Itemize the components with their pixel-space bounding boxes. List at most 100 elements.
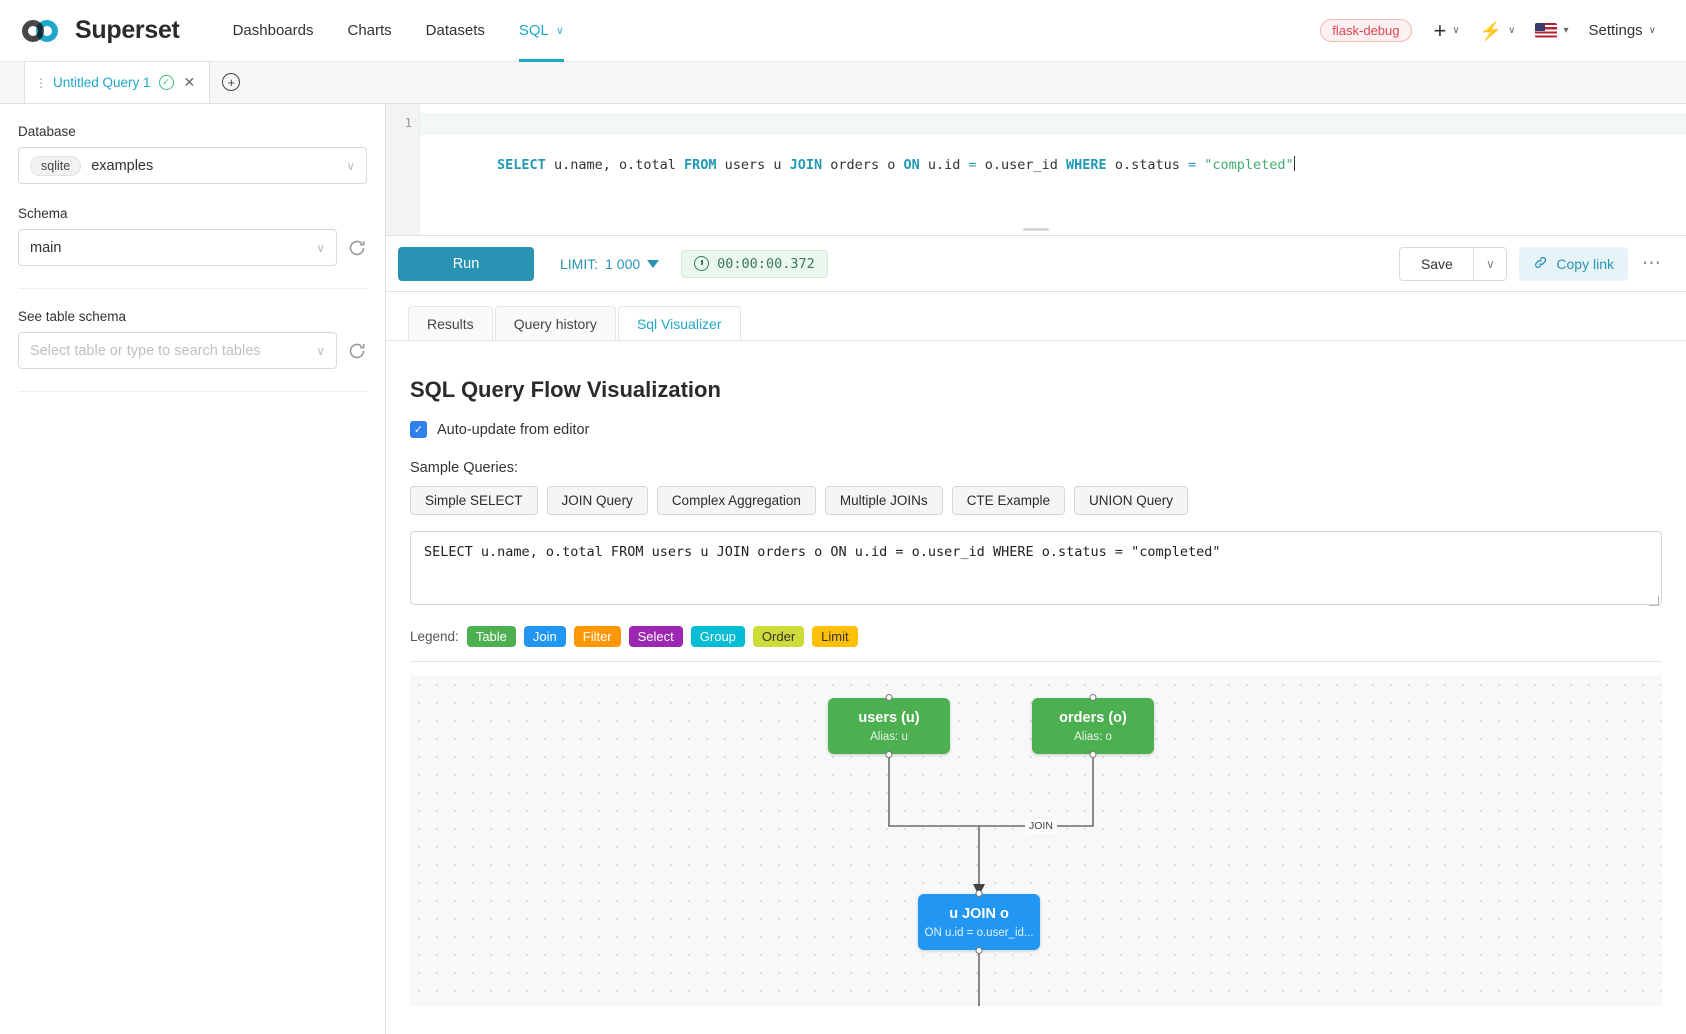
sample-button-join-query[interactable]: JOIN Query: [546, 486, 648, 515]
editor-code[interactable]: SELECT u.name, o.total FROM users u JOIN…: [420, 104, 1686, 235]
nav-link-dashboards[interactable]: Dashboards: [216, 0, 331, 62]
chevron-down-icon: ∨: [1648, 25, 1656, 36]
nav-link-label: Dashboards: [232, 22, 314, 39]
nav-links: Dashboards Charts Datasets SQL ∨: [216, 0, 581, 62]
editor-gutter: 1: [386, 104, 420, 235]
text-caret: [1293, 156, 1295, 171]
add-query-tab-button[interactable]: +: [210, 61, 253, 103]
sql-token-join: JOIN: [789, 157, 823, 173]
flow-node-orders[interactable]: orders (o) Alias: o: [1032, 694, 1154, 758]
node-title: orders (o): [1059, 709, 1127, 726]
limit-dropdown[interactable]: LIMIT: 1 000: [560, 255, 660, 272]
panel-divider-bottom: [18, 391, 367, 392]
sample-button-complex-aggregation[interactable]: Complex Aggregation: [656, 486, 816, 515]
legend: Legend: Table Join Filter Select Group O…: [410, 626, 1662, 647]
legend-badge-limit: Limit: [812, 626, 858, 647]
sql-token-users: users u: [716, 157, 790, 173]
language-button[interactable]: ▾: [1527, 17, 1576, 44]
sample-button-union-query[interactable]: UNION Query: [1073, 486, 1188, 515]
brand-name: Superset: [75, 16, 180, 44]
quick-actions-button[interactable]: ⚡ ∨: [1472, 16, 1524, 46]
right-editor-panel: 1 SELECT u.name, o.total FROM users u JO…: [386, 104, 1686, 1034]
settings-label: Settings: [1588, 22, 1643, 39]
top-navbar: Superset Dashboards Charts Datasets SQL …: [0, 0, 1686, 62]
us-flag-icon: [1535, 23, 1558, 38]
close-icon[interactable]: ✕: [183, 74, 196, 90]
query-tab-strip: ⋮ Untitled Query 1 ✓ ✕ +: [0, 61, 1686, 104]
node-handle-bottom[interactable]: [885, 751, 893, 758]
schema-label: Schema: [18, 206, 68, 221]
clock-icon: [694, 256, 710, 271]
refresh-tables-icon[interactable]: [347, 341, 367, 361]
auto-update-label: Auto-update from editor: [437, 421, 590, 438]
database-engine-badge: sqlite: [30, 155, 82, 176]
table-select[interactable]: Select table or type to search tables ∨: [18, 332, 337, 369]
sql-editor[interactable]: 1 SELECT u.name, o.total FROM users u JO…: [386, 104, 1686, 236]
nav-link-datasets[interactable]: Datasets: [409, 0, 502, 62]
sample-button-multiple-joins[interactable]: Multiple JOINs: [824, 486, 943, 515]
node-handle-top[interactable]: [1089, 694, 1097, 701]
result-tabs: Results Query history Sql Visualizer: [386, 292, 1686, 340]
sql-token-cols: u.name, o.total: [545, 157, 684, 173]
nav-link-label: Charts: [347, 22, 392, 39]
legend-badge-select: Select: [628, 626, 683, 647]
legend-badge-group: Group: [690, 626, 745, 647]
node-handle-bottom[interactable]: [975, 947, 983, 954]
auto-update-checkbox[interactable]: ✓: [410, 421, 427, 438]
lightning-bolt-icon: ⚡: [1479, 20, 1503, 41]
page-title: SQL Query Flow Visualization: [410, 377, 721, 402]
database-select[interactable]: sqlite examples ∨: [18, 147, 367, 184]
chevron-down-icon: ∨: [1508, 25, 1516, 36]
sql-token-status: o.status: [1106, 157, 1188, 173]
editor-resize-handle[interactable]: [1023, 228, 1049, 231]
run-button[interactable]: Run: [398, 246, 534, 281]
sql-token-eq1: =: [968, 157, 977, 173]
line-number: 1: [404, 115, 412, 130]
plus-circle-icon: +: [222, 73, 241, 91]
drag-handle-icon[interactable]: ⋮: [35, 75, 47, 90]
chevron-down-icon: ∨: [346, 158, 355, 173]
sql-textarea[interactable]: [410, 531, 1662, 605]
nav-link-label: Datasets: [425, 22, 485, 39]
editor-toolbar: Run LIMIT: 1 000 00:00:00.372 Save ∨: [386, 228, 1686, 292]
tab-query-history[interactable]: Query history: [494, 306, 616, 340]
sample-button-cte-example[interactable]: CTE Example: [951, 486, 1065, 515]
sql-token-from: FROM: [683, 157, 717, 173]
refresh-schema-icon[interactable]: [347, 238, 367, 258]
chevron-down-icon: ∨: [555, 25, 564, 37]
sample-query-buttons: Simple SELECT JOIN Query Complex Aggrega…: [410, 486, 1662, 515]
flow-edges: [888, 758, 1094, 1006]
chevron-down-icon: [647, 259, 660, 268]
schema-select[interactable]: main ∨: [18, 229, 337, 266]
node-handle-top[interactable]: [885, 694, 893, 701]
save-button[interactable]: Save: [1399, 246, 1474, 281]
tab-results[interactable]: Results: [408, 306, 493, 340]
nav-link-charts[interactable]: Charts: [330, 0, 408, 62]
link-icon: [1533, 255, 1548, 273]
new-menu-button[interactable]: + ∨: [1426, 14, 1468, 48]
node-handle-bottom[interactable]: [1089, 751, 1097, 758]
flow-node-join[interactable]: u JOIN o ON u.id = o.user_id...: [918, 890, 1040, 954]
tab-label: Results: [427, 315, 474, 332]
flow-canvas[interactable]: JOIN users (u) Alias: u orders (o) Alias…: [410, 676, 1662, 1006]
limit-value: 1 000: [605, 255, 641, 272]
sample-button-simple-select[interactable]: Simple SELECT: [410, 486, 538, 515]
settings-menu-button[interactable]: Settings ∨: [1580, 16, 1664, 45]
query-tab-untitled-query-1[interactable]: ⋮ Untitled Query 1 ✓ ✕: [24, 61, 211, 103]
sql-input-wrapper: [410, 531, 1662, 610]
superset-logo[interactable]: Superset: [22, 16, 180, 45]
sql-token-select: SELECT: [497, 157, 546, 173]
edge-label-join: JOIN: [1025, 819, 1057, 833]
node-handle-top[interactable]: [975, 890, 983, 897]
nav-link-sql[interactable]: SQL ∨: [502, 0, 581, 62]
save-dropdown-button[interactable]: ∨: [1473, 246, 1508, 281]
legend-label: Legend:: [410, 629, 459, 644]
tab-sql-visualizer[interactable]: Sql Visualizer: [617, 306, 741, 340]
node-title: users (u): [858, 709, 920, 726]
table-schema-label: See table schema: [18, 309, 127, 324]
sql-token-uid: u.id: [919, 157, 969, 173]
copy-link-button[interactable]: Copy link: [1519, 246, 1628, 281]
flow-node-users[interactable]: users (u) Alias: u: [828, 694, 950, 758]
more-options-button[interactable]: ⋯: [1642, 253, 1662, 274]
sql-visualizer-pane: SQL Query Flow Visualization ✓ Auto-upda…: [386, 341, 1686, 1034]
